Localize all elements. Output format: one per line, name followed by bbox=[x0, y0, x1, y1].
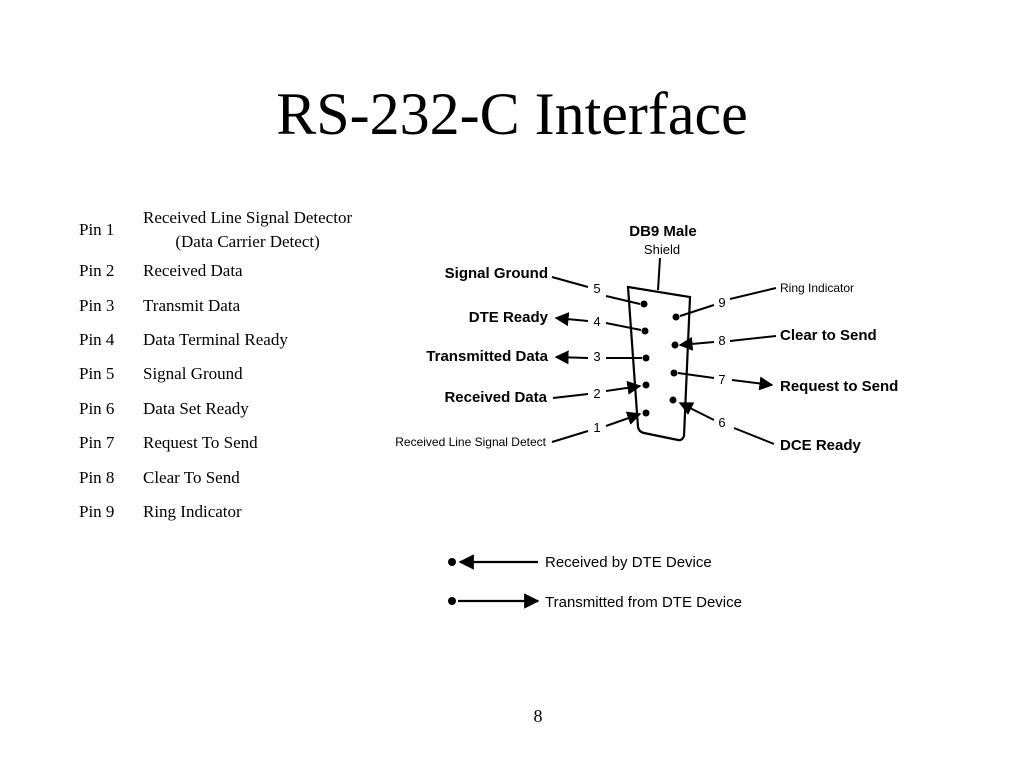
pin-table: Pin 1 Received Line Signal Detector (Dat… bbox=[72, 206, 359, 529]
pin-number: Pin 8 bbox=[79, 467, 115, 487]
legend: Received by DTE Device Transmitted from … bbox=[448, 554, 742, 611]
slide-title: RS-232-C Interface bbox=[276, 81, 748, 147]
label-transmitted-data: Transmitted Data bbox=[426, 348, 548, 365]
pin-signal: Clear To Send bbox=[143, 467, 240, 487]
pin-number: Pin 4 bbox=[79, 329, 115, 349]
table-row: Pin 3 Transmit Data bbox=[72, 288, 359, 322]
pin-number-6: 6 bbox=[718, 415, 725, 430]
pin-signal: Received Line Signal Detector (Data Carr… bbox=[136, 206, 359, 254]
line-pin-5 bbox=[551, 276, 641, 305]
pin-signal: Signal Ground bbox=[143, 364, 243, 384]
pin-6-dot bbox=[669, 396, 677, 404]
table-row: Pin 4 Data Terminal Ready bbox=[72, 323, 359, 357]
legend-transmitted-dot bbox=[448, 597, 456, 605]
arrow-pin-4 bbox=[554, 312, 589, 327]
pin-signal-sub: (Data Carrier Detect) bbox=[175, 232, 320, 251]
legend-received-dot bbox=[448, 558, 456, 566]
pin-4-dot bbox=[641, 327, 649, 335]
arrow-pin-8 bbox=[678, 336, 715, 351]
pin-signal: Transmit Data bbox=[143, 295, 241, 315]
pin-7-dot bbox=[670, 369, 678, 377]
pin-signal: Ring Indicator bbox=[143, 501, 242, 521]
table-row: Pin 6 Data Set Ready bbox=[72, 392, 359, 426]
label-ring-indicator: Ring Indicator bbox=[780, 281, 854, 295]
pin-number: Pin 2 bbox=[79, 261, 115, 281]
label-signal-ground: Signal Ground bbox=[445, 265, 548, 282]
pin-number: Pin 5 bbox=[79, 364, 115, 384]
label-received-data: Received Data bbox=[444, 389, 547, 406]
table-row: Pin 1 Received Line Signal Detector (Dat… bbox=[72, 206, 359, 254]
pin-1-dot bbox=[642, 409, 650, 417]
pin-signal: Received Data bbox=[143, 261, 243, 281]
label-dce-ready: DCE Ready bbox=[780, 437, 862, 454]
arrow-pin-2 bbox=[605, 380, 642, 395]
pin-number: Pin 3 bbox=[79, 295, 115, 315]
label-received-line-signal-detect: Received Line Signal Detect bbox=[395, 435, 546, 449]
connector-title: DB9 Male bbox=[629, 223, 697, 240]
pin-number-3: 3 bbox=[593, 349, 600, 364]
label-dte-ready: DTE Ready bbox=[469, 309, 549, 326]
legend-received-label: Received by DTE Device bbox=[545, 554, 712, 571]
arrow-pin-3 bbox=[554, 350, 589, 365]
pin-signal: Data Terminal Ready bbox=[143, 329, 288, 349]
pin-number: Pin 6 bbox=[79, 398, 115, 418]
pin-number-7: 7 bbox=[718, 372, 725, 387]
pin-8-dot bbox=[671, 341, 679, 349]
pin-number-9: 9 bbox=[718, 295, 725, 310]
line-pin-9 bbox=[679, 287, 777, 317]
arrow-pin-7 bbox=[731, 376, 774, 391]
pin-number-4: 4 bbox=[593, 314, 600, 329]
page-number: 8 bbox=[533, 706, 543, 726]
label-request-to-send: Request to Send bbox=[780, 378, 898, 395]
pin-2-dot bbox=[642, 381, 650, 389]
line-pin-2-a bbox=[552, 393, 589, 399]
pin-3-dot bbox=[642, 354, 650, 362]
arrow-pin-1 bbox=[605, 411, 642, 427]
table-row: Pin 7 Request To Send bbox=[72, 426, 359, 460]
pin-number: Pin 9 bbox=[79, 501, 115, 521]
pin-number-2: 2 bbox=[593, 386, 600, 401]
db9-shell bbox=[626, 285, 692, 442]
pin-number: Pin 1 bbox=[79, 220, 115, 239]
line-pin-4-a bbox=[605, 322, 642, 331]
pin-9-dot bbox=[672, 313, 680, 321]
table-row: Pin 8 Clear To Send bbox=[72, 460, 359, 494]
label-clear-to-send: Clear to Send bbox=[780, 327, 877, 344]
pin-signal: Data Set Ready bbox=[143, 398, 249, 418]
pin-5-dot bbox=[640, 300, 648, 308]
shield-label: Shield bbox=[644, 242, 680, 257]
pin-number-5: 5 bbox=[593, 281, 600, 296]
pin-signal-main: Received Line Signal Detector bbox=[143, 208, 353, 227]
pin-number: Pin 7 bbox=[79, 433, 115, 453]
line-pin-7-a bbox=[677, 372, 715, 379]
table-row: Pin 2 Received Data bbox=[72, 254, 359, 288]
pin-signal: Request To Send bbox=[143, 433, 258, 453]
table-row: Pin 9 Ring Indicator bbox=[72, 495, 359, 529]
pin-number-1: 1 bbox=[593, 420, 600, 435]
line-pin-1-a bbox=[551, 430, 589, 443]
line-pin-6-a bbox=[733, 427, 775, 445]
line-pin-8-a bbox=[729, 335, 777, 342]
arrow-pin-6 bbox=[678, 402, 715, 421]
legend-transmitted-label: Transmitted from DTE Device bbox=[545, 594, 742, 611]
pin-number-8: 8 bbox=[718, 333, 725, 348]
table-row: Pin 5 Signal Ground bbox=[72, 357, 359, 391]
shield-line bbox=[657, 257, 661, 291]
